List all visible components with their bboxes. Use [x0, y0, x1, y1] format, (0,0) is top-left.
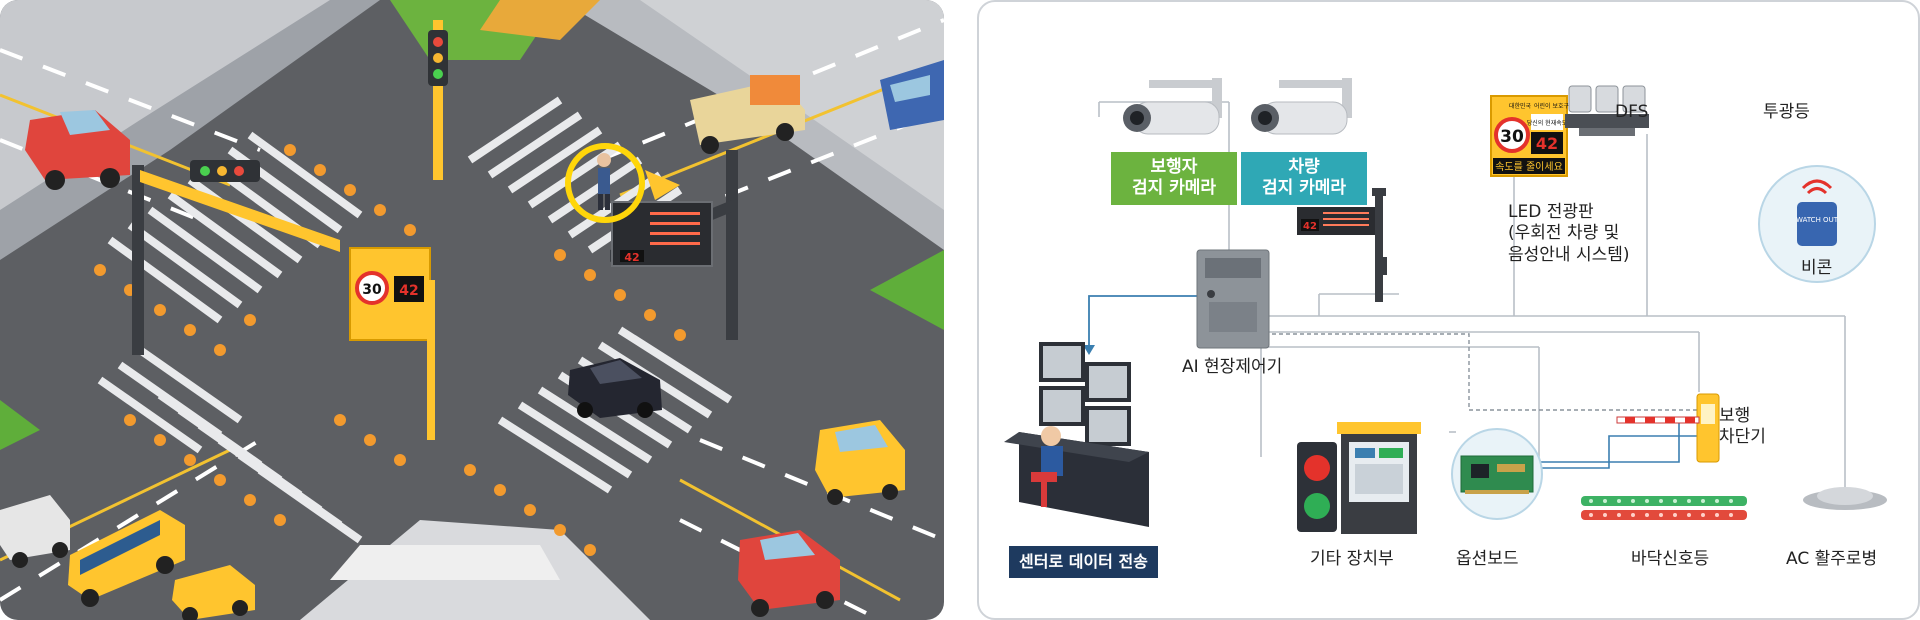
ai-controller-label: AI 현장제어기 [1182, 357, 1283, 377]
ac-runway-marker-icon [1803, 487, 1887, 510]
dfs-label: DFS [1615, 102, 1649, 122]
car-red-se [738, 530, 840, 617]
led-board-label: LED 전광판 (우회전 차량 및 음성안내 시스템) [1508, 202, 1630, 265]
dfs-speed-sign: 대한민국 어린이 보호구역 30 당신의 현재속도 42 속도를 줄이세요 [1490, 95, 1575, 177]
pedestrian-highlight [565, 143, 680, 223]
car-black-center [568, 358, 662, 418]
floodlight-icon [1565, 85, 1649, 136]
ped-camera-label: 보행자 검지 카메라 [1131, 157, 1217, 199]
dfs-current-speed: 42 [1536, 134, 1558, 153]
floor-signal-icon [1581, 496, 1747, 520]
crosswalk-west [107, 131, 363, 324]
other-devices-icon [1297, 422, 1421, 534]
car-red-nw [25, 110, 130, 190]
led-board-icon: 42 [1297, 188, 1387, 302]
building-n [480, 0, 600, 40]
taxi-yellow-s [172, 565, 255, 620]
grass-e [870, 250, 944, 330]
dfs-speed-limit: 30 [1500, 127, 1524, 147]
vehicle-camera-tag: 차량 검지 카메라 [1241, 152, 1367, 205]
dfs-header-left: 대한민국 [1509, 102, 1532, 110]
intersection-illustration: 30 42 42 [0, 0, 944, 620]
grass-w [0, 400, 40, 450]
ai-controller-cabinet [1196, 249, 1270, 349]
floodlight-label: 투광등 [1763, 102, 1810, 122]
option-board-barrier-link [1538, 435, 1699, 469]
floor-signal-label: 바닥신호등 [1631, 549, 1710, 569]
floor-signal-lights [94, 144, 686, 556]
beacon-label: 비콘 [1801, 258, 1833, 278]
car-white-sw [0, 495, 70, 568]
dashed-link [1251, 333, 1699, 411]
van-yellow-east [815, 420, 905, 505]
controller-to-center-link [1088, 295, 1197, 347]
control-center-operator [1004, 342, 1149, 527]
dfs-header-right: 어린이 보호구역 [1534, 102, 1575, 110]
dfs-slow-down: 속도를 줄이세요 [1495, 161, 1563, 173]
dfs-sub-label: 당신의 현재속도 [1527, 119, 1568, 127]
other-devices-label: 기타 장치부 [1310, 549, 1394, 569]
signal-pole-north [428, 20, 448, 180]
sign-current-speed-mini: 42 [399, 283, 418, 299]
center-transfer-label: 센터로 데이터 전송 [1019, 552, 1148, 571]
led-board-speed: 42 [1303, 221, 1317, 232]
center-transfer-tag: 센터로 데이터 전송 [1009, 546, 1158, 578]
truck-beige-ne [690, 75, 805, 154]
beacon-icon: WATCH OUT [1758, 165, 1876, 283]
ped-camera-tag: 보행자 검지 카메라 [1111, 152, 1237, 205]
beacon-watch-out: WATCH OUT [1796, 216, 1839, 224]
ac-marker-label: AC 활주로병 [1786, 549, 1878, 569]
ped-barrier-label: 보행 차단기 [1719, 406, 1766, 448]
car-blue-ne [880, 60, 944, 130]
pedestrian-barrier-icon [1616, 393, 1720, 463]
pedestrian-camera-icon [1123, 78, 1222, 135]
sign-speed-limit-mini: 30 [362, 282, 382, 298]
bus-yellow-sw [68, 510, 185, 607]
vehicle-camera-label: 차량 검지 카메라 [1261, 157, 1347, 199]
led-board-speed-mini: 42 [624, 251, 639, 264]
vehicle-camera-icon [1251, 78, 1352, 135]
option-board-label: 옵션보드 [1456, 549, 1519, 569]
option-board-floor-link [1539, 422, 1680, 463]
diagram-graphics: 대한민국 어린이 보호구역 30 당신의 현재속도 42 속도를 줄이세요 [1004, 78, 1887, 534]
system-diagram: 대한민국 어린이 보호구역 30 당신의 현재속도 42 속도를 줄이세요 [977, 0, 1920, 620]
signal-pole-west [132, 160, 340, 355]
block-nw [0, 0, 330, 210]
speed-sign-illustration: 30 42 [349, 247, 435, 440]
crosswalk-south [97, 346, 363, 544]
option-board-icon [1451, 428, 1543, 520]
intersection-scene: 30 42 42 [0, 0, 944, 620]
